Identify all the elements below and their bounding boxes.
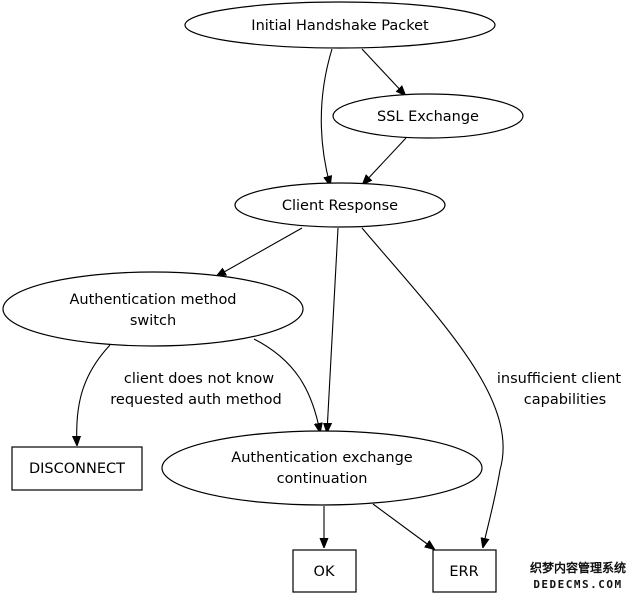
edge-label-insufficient-capabilities: insufficient client capabilities (497, 371, 622, 408)
node-label-line-1: Authentication method (69, 292, 236, 308)
edge-label-line-1: client does not know (124, 371, 274, 387)
watermark-line-2: DEDECMS.COM (533, 578, 622, 591)
node-client-response: Client Response (234, 182, 446, 228)
edge-client-to-err (361, 227, 504, 547)
edge-client-to-authcont (327, 227, 339, 432)
watermark: 织梦内容管理系统 DEDECMS.COM (530, 560, 626, 591)
node-label: OK (314, 564, 335, 580)
node-authentication-exchange-continuation: Authentication exchange continuation (161, 430, 483, 506)
node-err: ERR (432, 549, 497, 593)
edge-authcont-to-err (372, 503, 434, 549)
edge-label-line-2: capabilities (524, 392, 606, 408)
edge-ssl-to-client (363, 137, 407, 184)
node-label-line-1: Authentication exchange (231, 450, 412, 466)
node-initial-handshake-packet: Initial Handshake Packet (184, 1, 496, 49)
node-label: Initial Handshake Packet (251, 18, 429, 34)
node-label: SSL Exchange (377, 109, 479, 125)
node-label-line-2: continuation (277, 471, 368, 487)
edge-label-line-2: requested auth method (110, 392, 281, 408)
node-label: Client Response (282, 198, 398, 214)
node-ok: OK (292, 549, 357, 593)
edge-authswitch-to-authcont (253, 338, 320, 432)
edge-initial-to-client (320, 48, 333, 185)
edge-client-to-authswitch (217, 227, 303, 276)
edge-label-auth-method-unknown: client does not know requested auth meth… (110, 371, 281, 408)
edge-initial-to-ssl (361, 48, 405, 95)
node-ssl-exchange: SSL Exchange (332, 93, 524, 139)
node-label: ERR (449, 564, 478, 580)
edge-label-line-1: insufficient client (497, 371, 622, 387)
node-authentication-method-switch: Authentication method switch (2, 271, 304, 347)
node-disconnect: DISCONNECT (11, 446, 143, 491)
node-label-line-2: switch (130, 313, 176, 329)
node-label: DISCONNECT (29, 461, 125, 477)
edge-authswitch-to-disconnect (77, 344, 111, 445)
watermark-line-1: 织梦内容管理系统 (530, 560, 626, 575)
